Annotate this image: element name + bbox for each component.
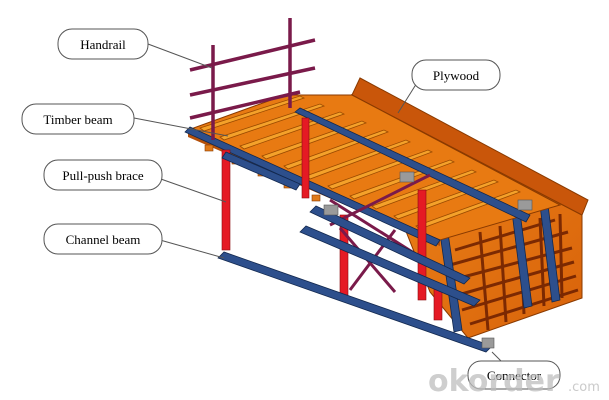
channel-beams (217, 151, 493, 353)
callout-plywood: Plywood (397, 59, 501, 114)
callout-timber-beam: Timber beam (21, 103, 229, 137)
label-pull-push-brace: Pull-push brace (62, 168, 143, 183)
pull-push-braces (221, 117, 443, 321)
callout-handrail: Handrail (57, 28, 213, 69)
connectors (323, 171, 533, 349)
label-channel-beam: Channel beam (66, 232, 141, 247)
callout-channel-beam: Channel beam (43, 223, 225, 259)
label-connector: Connector (487, 368, 542, 383)
watermark-domain: .com (568, 380, 600, 395)
label-handrail: Handrail (80, 37, 126, 52)
watermark-brand: okorder (428, 364, 560, 399)
callout-connector: Connector (467, 351, 561, 390)
label-timber-beam: Timber beam (43, 112, 112, 127)
label-plywood: Plywood (433, 68, 480, 83)
callout-pull-push-brace: Pull-push brace (43, 159, 227, 203)
handrail-structure (189, 18, 316, 140)
okorder-watermark: okorder .com (428, 364, 600, 399)
